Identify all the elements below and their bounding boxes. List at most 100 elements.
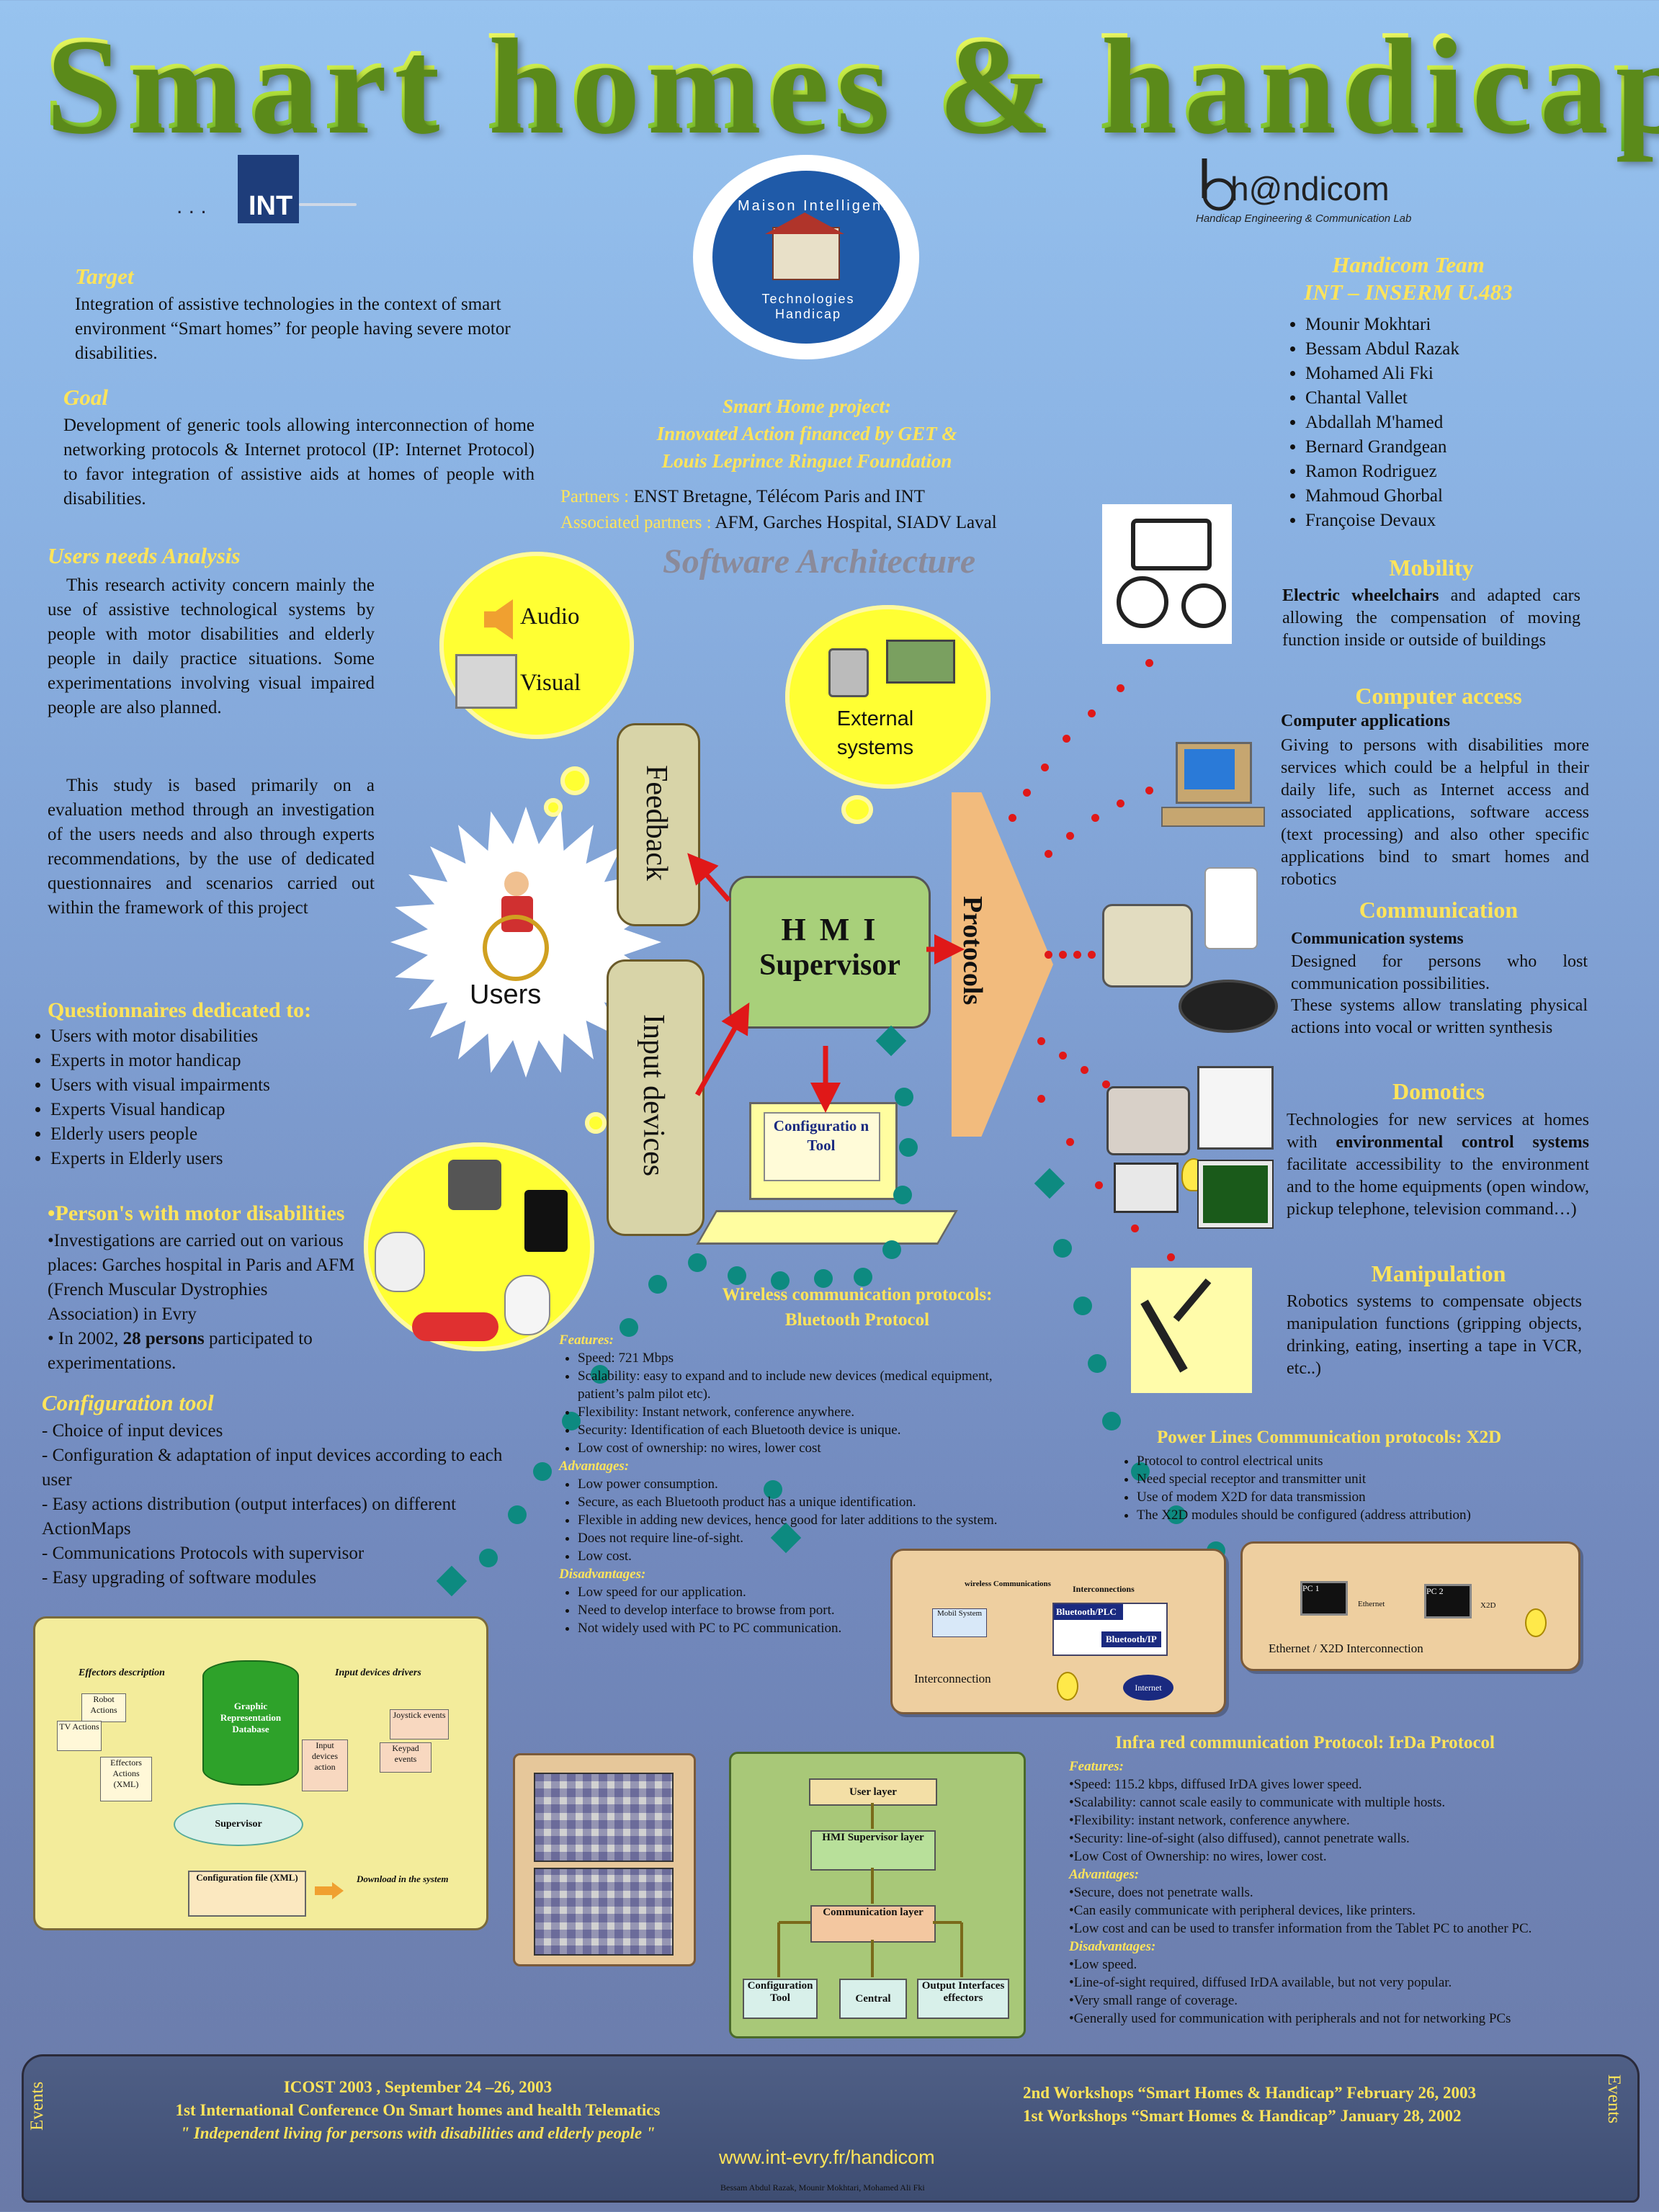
irda-advantage: •Low cost and can be used to transfer in… <box>1069 1921 1532 1936</box>
poster-title: Smart homes & handicap <box>43 7 1659 158</box>
bt-plc-box: Bluetooth/PLC <box>1052 1603 1168 1656</box>
irda-feature: •Speed: 115.2 kbps, diffused IrDA gives … <box>1069 1777 1362 1792</box>
bluetooth-disadvantages-label: Disadvantages: <box>559 1567 646 1582</box>
project-line3: Louis Leprince Ringuet Foundation <box>661 450 952 472</box>
communication-text1: Designed for persons who lost communicat… <box>1291 952 1588 993</box>
mobility-heading: Mobility <box>1389 555 1474 581</box>
x2d-heading: Power Lines Communication protocols: X2D <box>1157 1428 1502 1447</box>
bluetooth-advantages: Low power consumption. Secure, as each B… <box>559 1475 1020 1565</box>
bluetooth-feature: Flexibility: Instant network, conference… <box>578 1403 1020 1421</box>
pc1-icon: PC 1 <box>1300 1581 1348 1616</box>
wheelchair-logo-icon <box>1202 158 1235 211</box>
goal-heading: Goal <box>63 385 108 410</box>
supervisor-label: Supervisor <box>215 1819 262 1830</box>
robot-actions-doc: Robot Actions <box>81 1693 126 1722</box>
communication-sub: Communication systems <box>1291 929 1464 947</box>
irda-features-label: Features: <box>1069 1759 1124 1774</box>
hmi-label: H M I <box>781 912 879 947</box>
manipulation-heading: Manipulation <box>1371 1261 1506 1286</box>
team-member: Françoise Devaux <box>1305 509 1585 533</box>
mouse-icon <box>504 1275 550 1335</box>
actionmap-screenshot <box>534 1868 674 1956</box>
questionnaire-item: Experts Visual handicap <box>50 1098 270 1122</box>
workshops-block: 2nd Workshops “Smart Homes & Handicap” F… <box>1023 2082 1542 2128</box>
x2d-item: Need special receptor and transmitter un… <box>1137 1470 1471 1488</box>
x2d-item: Protocol to control electrical units <box>1137 1452 1471 1470</box>
computer-access-sub: Computer applications <box>1281 712 1450 730</box>
input-action-doc: Input devices action <box>302 1739 348 1791</box>
team-member: Ramon Rodriguez <box>1305 460 1585 484</box>
bluetooth-disadvantage: Low speed for our application. <box>578 1583 1020 1601</box>
workshop-2: 2nd Workshops “Smart Homes & Handicap” F… <box>1023 2084 1476 2102</box>
download-arrow <box>315 1882 344 1899</box>
laptop-icon <box>886 640 955 684</box>
keypad-events-label: Keypad events <box>392 1743 419 1764</box>
bluetooth-advantage: Low power consumption. <box>578 1475 1020 1493</box>
bluetooth-advantage: Low cost. <box>578 1547 1020 1565</box>
handicom-subtitle: Handicap Engineering & Communication Lab <box>1196 212 1412 225</box>
user-layer-label: User layer <box>849 1786 897 1798</box>
stove-icon <box>1197 1066 1274 1150</box>
handicom-logo: h@ndicom Handicap Engineering & Communic… <box>1196 151 1498 230</box>
website-link[interactable]: www.int-evry.fr/handicom <box>719 2146 935 2168</box>
tv-icon <box>1197 1160 1274 1229</box>
irda-body: Features: •Speed: 115.2 kbps, diffused I… <box>1069 1757 1616 2028</box>
pc2-label: PC 2 <box>1426 1586 1444 1596</box>
team-member: Abdallah M'hamed <box>1305 411 1585 435</box>
irda-advantages-label: Advantages: <box>1069 1867 1140 1882</box>
user-layer: User layer <box>809 1778 937 1806</box>
events-banner <box>22 2054 1640 2203</box>
hmi-supervisor-box: H M I Supervisor <box>729 876 931 1029</box>
team-member: Mohamed Ali Fki <box>1305 362 1585 386</box>
irda-feature: •Low Cost of Ownership: no wires, lower … <box>1069 1849 1327 1864</box>
external-systems-label: External systems <box>836 707 914 759</box>
persons-item2-post: participated to experimentations. <box>48 1329 313 1373</box>
layered-architecture: User layer HMI Supervisor layer Communic… <box>729 1752 1026 2038</box>
users-needs-p1: This research activity concern mainly th… <box>48 576 375 717</box>
communication-layer: Communication layer <box>810 1905 936 1943</box>
lightbulb-icon <box>1525 1608 1547 1637</box>
irda-advantage: •Secure, does not penetrate walls. <box>1069 1885 1253 1900</box>
associated-value: AFM, Garches Hospital, SIADV Laval <box>715 513 997 532</box>
bluetooth-advantage: Does not require line-of-sight. <box>578 1529 1020 1547</box>
project-block: Smart Home project: Innovated Action fin… <box>591 393 1023 475</box>
config-tool-item: - Configuration & adaptation of input de… <box>42 1446 503 1490</box>
config-tool-item: - Easy actions distribution (output inte… <box>42 1495 457 1539</box>
bluetooth-disadvantages: Low speed for our application. Need to d… <box>559 1583 1020 1637</box>
external-systems-cloud <box>785 605 991 789</box>
domotics-bold: environmental control systems <box>1336 1133 1590 1152</box>
questionnaire-item: Experts in motor handicap <box>50 1049 270 1073</box>
x2d-item: Use of modem X2D for data transmission <box>1137 1488 1471 1506</box>
keypad-events-doc: Keypad events <box>380 1742 431 1773</box>
partners-label: Partners : <box>560 487 630 506</box>
irda-feature: •Scalability: cannot scale easily to com… <box>1069 1795 1446 1810</box>
architecture-heading: Software Architecture <box>663 542 976 581</box>
questionnaire-item: Users with visual impairments <box>50 1073 270 1098</box>
config-file-label: Configuration file (XML) <box>196 1872 298 1883</box>
config-file-scroll: Configuration file (XML) <box>188 1871 306 1917</box>
persons-item2-bold: 28 persons <box>122 1329 205 1348</box>
x2d-item: The X2D modules should be configured (ad… <box>1137 1506 1471 1524</box>
bt-ip-label: Bluetooth/IP <box>1101 1631 1161 1647</box>
events-label-left: Events <box>27 2081 47 2131</box>
computer-access-text: Giving to persons with disabilities more… <box>1281 736 1589 889</box>
configuration-diagram: Effectors description Input devices driv… <box>33 1616 488 1930</box>
lightbulb-icon <box>1057 1672 1078 1701</box>
bluetooth-features-label: Features: <box>559 1333 614 1348</box>
database-cylinder: Graphic Representation Database <box>202 1660 299 1786</box>
supervisor-ellipse: Supervisor <box>174 1803 303 1846</box>
wireless-label: wireless Communications <box>965 1580 1051 1588</box>
irda-disadvantages-label: Disadvantages: <box>1069 1939 1156 1954</box>
feedback-label: Feedback <box>640 764 673 881</box>
wheelchair-image <box>1102 504 1232 644</box>
supervisor-label: Supervisor <box>759 949 900 982</box>
questionnaires-list: Users with motor disabilities Experts in… <box>29 1024 270 1171</box>
icost-line3: " Independent living for persons with di… <box>180 2124 656 2142</box>
x2d-list: Protocol to control electrical units Nee… <box>1118 1452 1471 1524</box>
associated-label: Associated partners : <box>560 513 712 532</box>
keypad-icon <box>524 1190 568 1252</box>
communication-layer-label: Communication layer <box>823 1907 924 1918</box>
int-logo-dots: . . . <box>176 194 207 218</box>
bluetooth-advantages-label: Advantages: <box>559 1459 630 1474</box>
bluetooth-feature: Scalability: easy to expand and to inclu… <box>578 1367 1020 1403</box>
